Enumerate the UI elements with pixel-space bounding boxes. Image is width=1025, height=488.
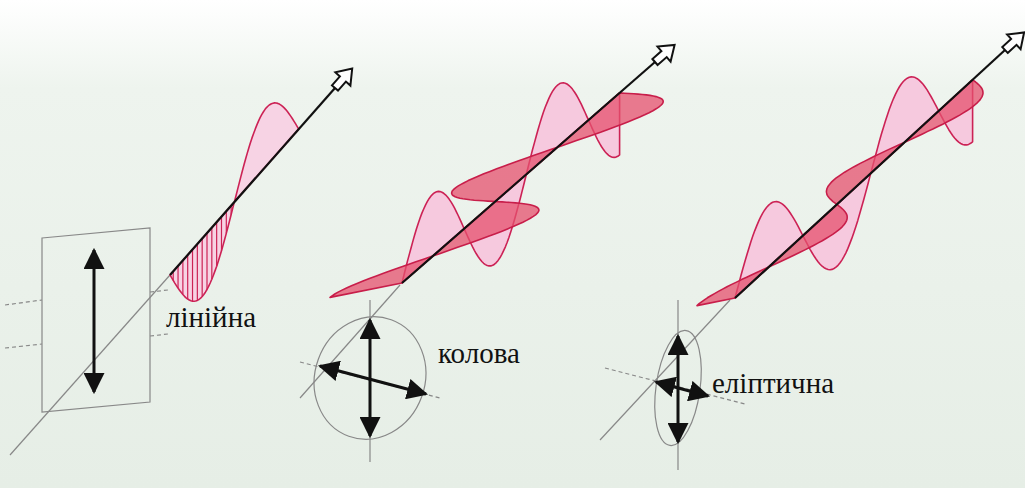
hatch-line — [192, 249, 193, 301]
propagation-axis — [170, 88, 335, 275]
hatch-line — [216, 222, 217, 266]
hatch-line — [182, 260, 183, 294]
linear-vector — [93, 250, 96, 392]
hatch-line — [197, 244, 198, 300]
hatch-line — [187, 255, 188, 299]
hatch-line — [202, 239, 203, 297]
circular-wave-horizontal — [330, 93, 663, 298]
polarization-label: лінійна — [166, 302, 256, 334]
propagation-axis — [735, 50, 1005, 298]
linear-frame — [5, 228, 170, 455]
elliptic-wave-horizontal — [697, 80, 983, 306]
circular-frame — [297, 285, 443, 462]
direction-arrow — [652, 45, 674, 65]
hatch-line — [206, 233, 207, 289]
hatch-line — [177, 266, 178, 288]
circular-vector-h — [320, 366, 426, 394]
hatch-line — [221, 217, 222, 251]
elliptic-vector-h — [656, 382, 708, 396]
hatch-line — [226, 211, 227, 233]
propagation-axis — [402, 62, 655, 283]
direction-arrow — [332, 69, 352, 91]
hatch-line — [211, 228, 212, 280]
direction-arrow — [1002, 32, 1024, 53]
polarization-label: еліптична — [712, 368, 834, 400]
polarization-label: колова — [438, 338, 520, 370]
